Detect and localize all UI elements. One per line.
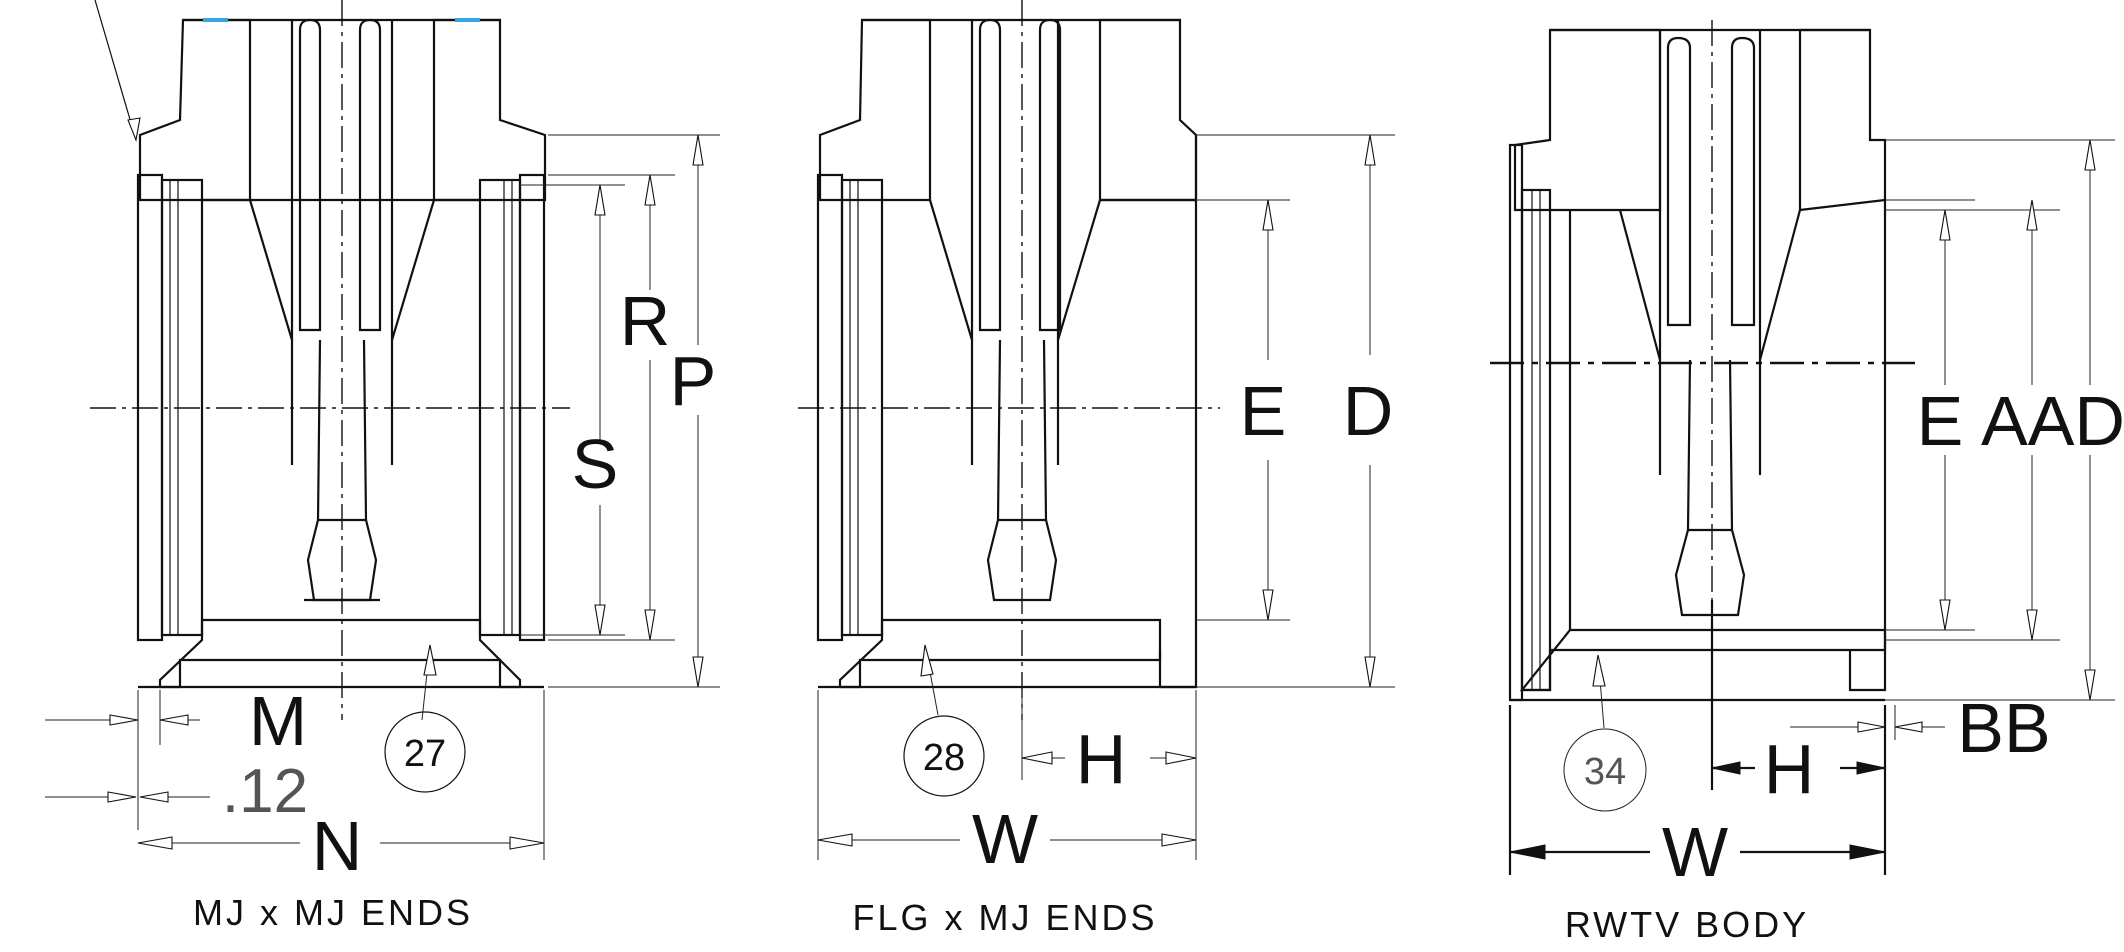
dim-label-h-rwtv: H — [1764, 730, 1815, 808]
dim-label-s: S — [572, 425, 619, 503]
dim-label-h: H — [1076, 720, 1127, 798]
view-caption-mj-mj: MJ x MJ ENDS — [193, 892, 473, 933]
callout-bubble-34 — [1563, 728, 1647, 812]
dim-label-m: M — [249, 682, 307, 760]
dim-label-d: D — [1343, 372, 1394, 450]
dim-label-w: W — [972, 800, 1038, 878]
dim-label-r: R — [620, 282, 671, 360]
dim-label-e: E — [1240, 372, 1287, 450]
view-flg-mj: E D H W 28 FLG x MJ ENDS — [798, 0, 1395, 938]
view-caption-flg-mj: FLG x MJ ENDS — [852, 897, 1157, 938]
dim-label-n: N — [312, 807, 363, 885]
callout-number-27: 27 — [404, 733, 446, 775]
dim-label-aad: AAD — [1981, 382, 2124, 460]
view-rwtv-body: E AAD BB H W 34 RWTV BODY — [1490, 20, 2124, 945]
callout-number-28: 28 — [923, 737, 965, 779]
callout-bubble-28 — [903, 715, 985, 797]
callout-bubble-27 — [384, 711, 466, 793]
callout-number-34: 34 — [1584, 751, 1626, 793]
dim-label-tolerance: .12 — [222, 757, 308, 826]
dim-label-p: P — [670, 342, 717, 420]
dim-label-e-rwtv: E — [1917, 382, 1964, 460]
dim-label-w-rwtv: W — [1662, 813, 1728, 891]
view-mj-mj: R P S M .12 N 27 MJ x MJ ENDS — [45, 0, 720, 933]
view-caption-rwtv-body: RWTV BODY — [1565, 904, 1809, 945]
dim-label-bb: BB — [1957, 689, 2050, 767]
